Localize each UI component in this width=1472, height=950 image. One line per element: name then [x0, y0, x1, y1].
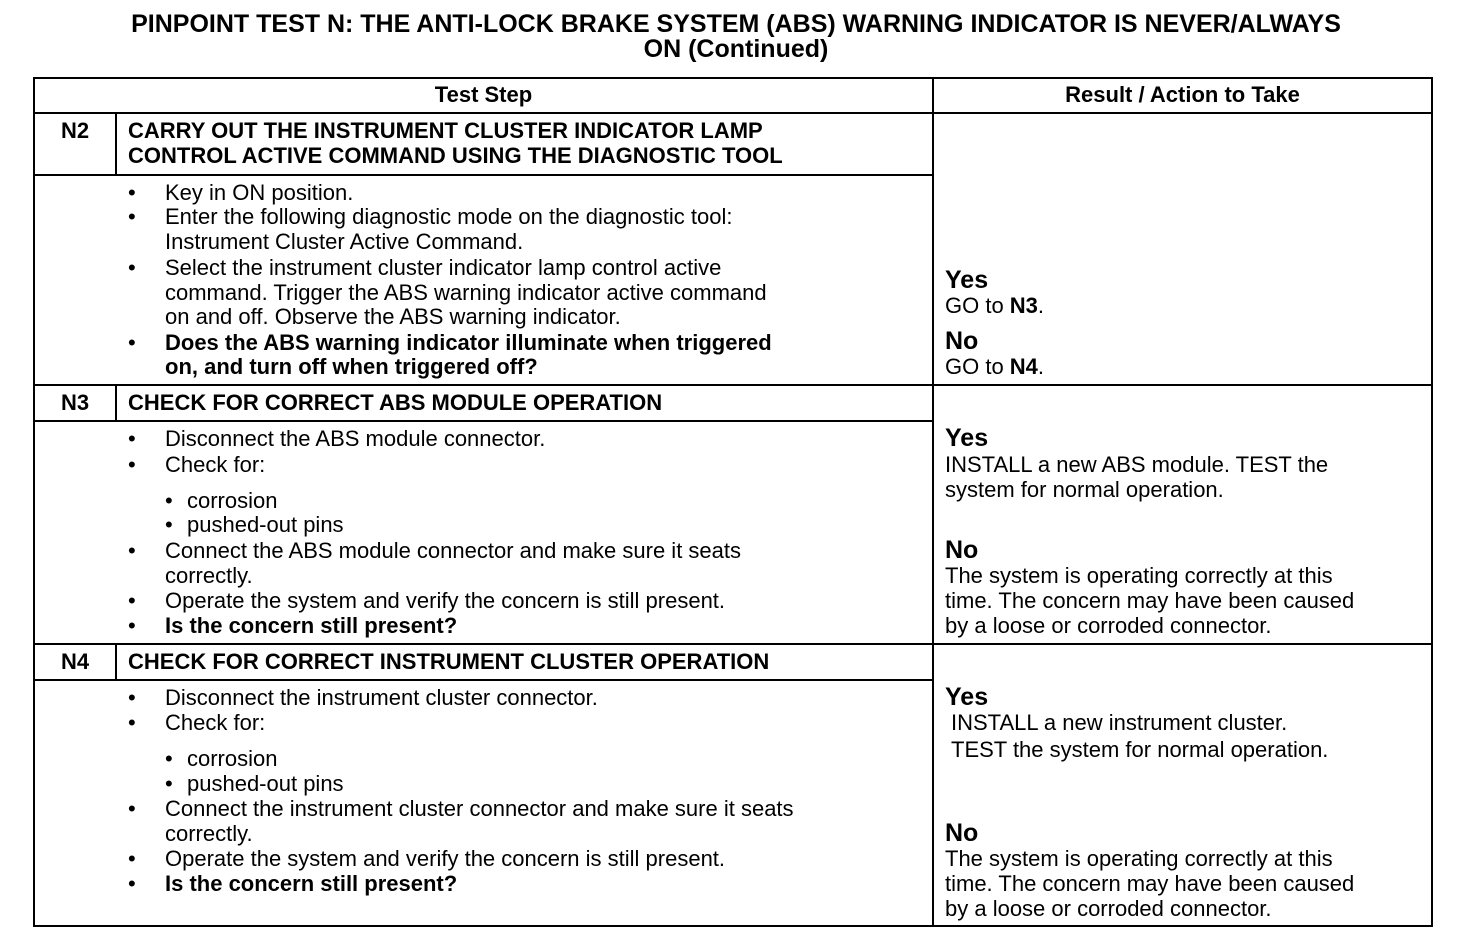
n4-no-label: No: [945, 819, 979, 847]
n4-heading-rule: [33, 679, 933, 681]
n2-yes-target: N3: [1009, 293, 1038, 318]
n3-no-label: No: [945, 536, 979, 564]
n3-no-line: The system is operating correctly at thi…: [945, 563, 1333, 588]
header-rule: [33, 112, 1433, 114]
n3-check-item: pushed-out pins: [187, 512, 344, 537]
n4-check-item: corrosion: [187, 746, 278, 771]
n2-step-line: Key in ON position.: [165, 180, 354, 205]
sub-bullet-icon: •: [165, 488, 173, 513]
header-test-step: Test Step: [434, 82, 533, 107]
n2-yes-text: GO to: [945, 293, 1010, 318]
n3-step-line: Check for:: [165, 452, 266, 477]
bullet-icon: •: [128, 613, 136, 638]
bullet-icon: •: [128, 204, 136, 229]
n3-no-line: time. The concern may have been caused: [945, 588, 1355, 613]
header-result-action: Result / Action to Take: [1065, 82, 1300, 107]
n4-check-item: pushed-out pins: [187, 771, 344, 796]
n2-yes-action: GO to N3.: [945, 293, 1044, 318]
n2-step-line: Select the instrument cluster indicator …: [165, 255, 722, 280]
n4-step-line: Disconnect the instrument cluster connec…: [165, 685, 598, 710]
step-heading-n2-line2: CONTROL ACTIVE COMMAND USING THE DIAGNOS…: [128, 143, 783, 168]
n3-step-line: Connect the ABS module connector and mak…: [165, 538, 741, 563]
n2-yes-label: Yes: [945, 266, 989, 294]
n3-yes-line: system for normal operation.: [945, 477, 1224, 502]
n4-yes-line: TEST the system for normal operation.: [951, 737, 1329, 762]
n2-step-line: Enter the following diagnostic mode on t…: [165, 204, 733, 229]
sub-bullet-icon: •: [165, 771, 173, 796]
n4-yes-line: INSTALL a new instrument cluster.: [951, 710, 1288, 735]
n4-question-line: Is the concern still present?: [165, 871, 458, 896]
n2-heading-rule: [33, 174, 933, 176]
n4-yes-label: Yes: [945, 683, 989, 711]
n4-step-line: Operate the system and verify the concer…: [165, 846, 726, 871]
n2-step-line: on and off. Observe the ABS warning indi…: [165, 304, 621, 329]
n4-no-line: time. The concern may have been caused: [945, 871, 1355, 896]
bullet-icon: •: [128, 426, 136, 451]
bullet-icon: •: [128, 452, 136, 477]
n3-step-line: Operate the system and verify the concer…: [165, 588, 726, 613]
bullet-icon: •: [128, 538, 136, 563]
column-divider-id-n3: [115, 385, 117, 422]
step-heading-n3: CHECK FOR CORRECT ABS MODULE OPERATION: [128, 390, 663, 415]
bullet-icon: •: [128, 330, 136, 355]
n3-question-line: Is the concern still present?: [165, 613, 458, 638]
bullet-icon: •: [128, 796, 136, 821]
n2-question-line: on, and turn off when triggered off?: [165, 354, 538, 379]
n3-row-rule: [33, 643, 1433, 645]
step-heading-n4: CHECK FOR CORRECT INSTRUMENT CLUSTER OPE…: [128, 649, 770, 674]
n4-step-line: Check for:: [165, 710, 266, 735]
n2-no-label: No: [945, 327, 979, 355]
n4-no-line: by a loose or corroded connector.: [945, 896, 1272, 921]
n4-no-line: The system is operating correctly at thi…: [945, 846, 1333, 871]
column-divider-id-n4: [115, 644, 117, 681]
n3-heading-rule: [33, 420, 933, 422]
step-id-n4: N4: [60, 649, 90, 674]
title-line-1: PINPOINT TEST N: THE ANTI-LOCK BRAKE SYS…: [131, 10, 1341, 38]
n4-step-line: correctly.: [165, 821, 253, 846]
bullet-icon: •: [128, 255, 136, 280]
column-divider-result: [932, 77, 934, 927]
n2-step-line: Instrument Cluster Active Command.: [165, 229, 524, 254]
n2-no-text: GO to: [945, 354, 1010, 379]
n3-yes-label: Yes: [945, 424, 989, 452]
bullet-icon: •: [128, 180, 136, 205]
n2-yes-period: .: [1037, 293, 1045, 318]
n2-question-line: Does the ABS warning indicator illuminat…: [165, 330, 772, 355]
n3-no-line: by a loose or corroded connector.: [945, 613, 1272, 638]
n2-step-line: command. Trigger the ABS warning indicat…: [165, 280, 767, 305]
page-title: PINPOINT TEST N: THE ANTI-LOCK BRAKE SYS…: [0, 12, 1472, 62]
pinpoint-table: [33, 77, 1433, 927]
sub-bullet-icon: •: [165, 512, 173, 537]
n3-step-line: correctly.: [165, 563, 253, 588]
bullet-icon: •: [128, 710, 136, 735]
sub-bullet-icon: •: [165, 746, 173, 771]
n3-step-line: Disconnect the ABS module connector.: [165, 426, 546, 451]
bullet-icon: •: [128, 846, 136, 871]
step-id-n2: N2: [60, 118, 90, 143]
n2-no-target: N4: [1009, 354, 1038, 379]
bullet-icon: •: [128, 588, 136, 613]
n2-no-period: .: [1037, 354, 1045, 379]
step-heading-n2-line1: CARRY OUT THE INSTRUMENT CLUSTER INDICAT…: [128, 118, 763, 143]
n3-check-item: corrosion: [187, 488, 278, 513]
title-line-2: ON (Continued): [643, 35, 829, 63]
n2-no-action: GO to N4.: [945, 354, 1044, 379]
column-divider-id-n2: [115, 113, 117, 175]
bullet-icon: •: [128, 871, 136, 896]
step-id-n3: N3: [60, 390, 90, 415]
bullet-icon: •: [128, 685, 136, 710]
n3-yes-line: INSTALL a new ABS module. TEST the: [945, 452, 1329, 477]
n4-step-line: Connect the instrument cluster connector…: [165, 796, 794, 821]
n2-row-rule: [33, 384, 1433, 386]
